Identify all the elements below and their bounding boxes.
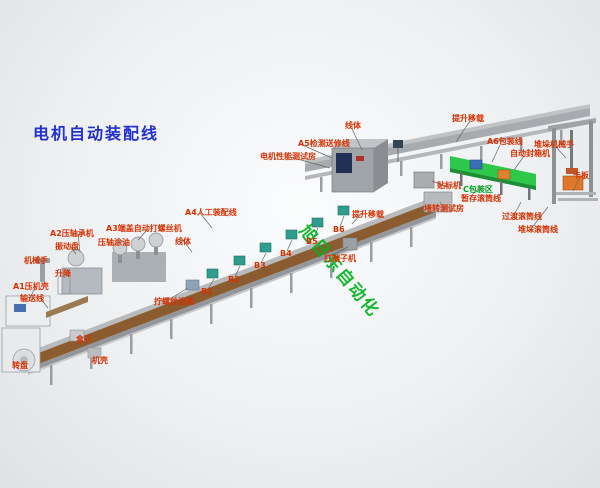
label-box: 盒子 [76,335,92,344]
label-station-b3: B3 [254,261,266,270]
label-a5-inspect-line: A5检测送修线 [298,139,350,148]
stall-test-room-box [423,191,453,213]
label-a3-screw-machine: A3端盖自动打螺丝机 [106,224,182,233]
leader-lines [29,120,581,309]
label-labeler: 贴标机 [437,181,461,190]
box-item [69,329,85,342]
label-a4-manual-line: A4人工装配线 [185,208,237,217]
label-a6-pack-line: A6包装线 [487,137,523,146]
label-station-b6: B6 [333,225,345,234]
label-line-body-mid: 线体 [175,237,191,246]
label-lifter: 升降 [55,269,71,278]
b-station-fixtures [206,205,350,279]
label-a1-case-press: A1压机壳 [13,282,49,291]
main-conveyor [28,196,436,385]
label-a2-bearing-press: A2压轴承机 [50,229,94,238]
label-stall-test-room: 堵转测试房 [424,204,464,213]
a2-bearing-press-group [36,249,103,295]
feed-belt [46,296,88,318]
carton-box-blue [469,159,483,170]
robot-arm [36,258,50,263]
label-vibration-bowl: 振动盘 [55,242,79,251]
label-station-b1: B1 [201,287,213,296]
green-conveyor [450,156,536,200]
label-line-body-top: 线体 [345,121,361,130]
case-item [87,347,102,359]
hmi-screen [393,140,403,148]
label-station-b2: B2 [228,275,240,284]
robot-column [40,262,45,282]
label-transition-roller-line: 过渡滚筒线 [502,212,542,221]
label-lift-transfer-mid: 提升移载 [352,210,384,219]
label-motor-case: 机壳 [92,356,108,365]
label-turntable: 转盘 [12,361,28,370]
label-pallet: 卡板 [573,171,589,180]
label-stack-roller-line: 堆垛滚筒线 [518,225,558,234]
carton-box-orange [497,169,511,180]
page-title: 电机自动装配线 [33,124,160,143]
label-motor-test-room: 电机性能测试房 [260,152,316,161]
label-screw-fixture: 拧螺丝治具 [154,297,194,306]
label-lift-transfer-top: 提升移载 [452,114,484,123]
label-feed-conveyor: 输送线 [20,294,44,303]
label-station-b4: B4 [280,249,292,258]
terminal-machine-box [342,237,358,251]
a3-screw-machine-group [112,232,166,282]
label-pack-area: C包装区 [463,185,493,194]
a5-test-machine [331,139,403,193]
a1-cluster [1,295,102,373]
labeler-machine [413,171,435,189]
label-shaft-oil-press: 压轴涂油 [98,238,130,247]
label-terminal-machine: 打端子机 [324,254,356,263]
label-robot-hand: 机械手 [24,256,48,265]
label-station-b5: B5 [306,237,318,246]
screw-fixture-box [185,279,200,291]
label-palletizer-robot: 堆垛机械手 [534,140,574,149]
palletizer-stacker [548,118,598,204]
label-buffer-roller-line: 暂存滚筒线 [461,194,501,203]
label-auto-sealer: 自动封箱机 [510,149,550,158]
